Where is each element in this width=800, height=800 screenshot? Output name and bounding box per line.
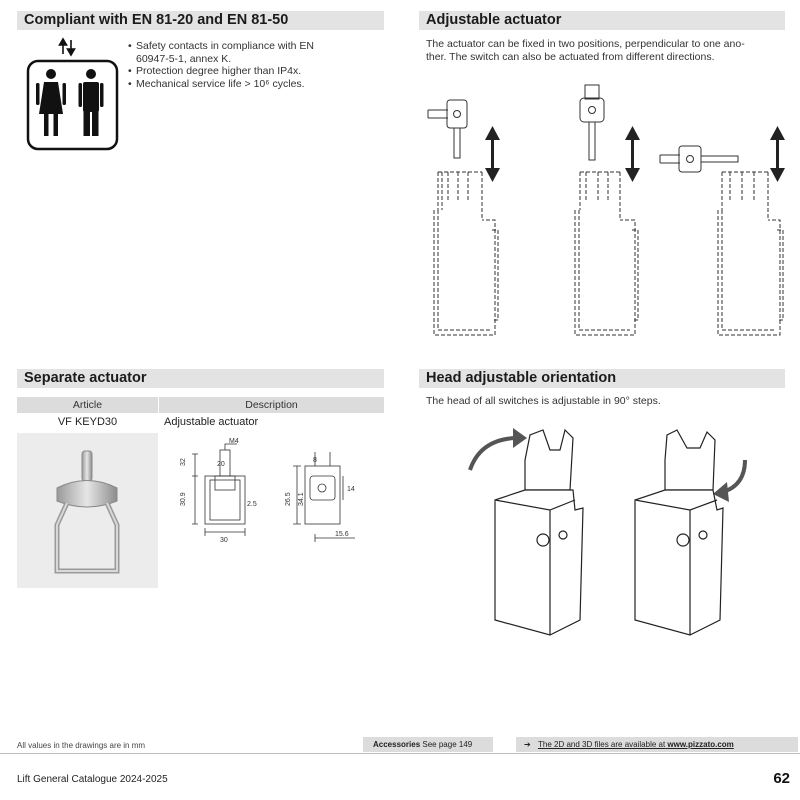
files-url-link[interactable]: www.pizzato.com — [667, 740, 734, 749]
actuator-positions-drawing — [427, 84, 785, 336]
adjustable-description: The actuator can be fixed in two positio… — [426, 38, 796, 64]
footer-divider — [0, 753, 800, 754]
actuator-side-entry-diagram — [659, 145, 784, 336]
adjustable-description-line2: ther. The switch can also be actuated fr… — [426, 51, 715, 63]
compliant-section-title: Compliant with EN 81-20 and EN 81-50 — [17, 11, 384, 30]
double-arrow-icon — [625, 126, 640, 182]
accessories-page-ref[interactable]: See page 149 — [422, 740, 473, 749]
adjustable-description-line1: The actuator can be fixed in two positio… — [426, 38, 745, 50]
dim-m4: M4 — [229, 438, 239, 445]
head-section-title: Head adjustable orientation — [419, 369, 785, 388]
actuator-horizontal-entry-diagram — [427, 99, 499, 336]
accessories-label: Accessories — [373, 740, 421, 749]
arrow-right-icon: ➔ — [524, 740, 531, 749]
actuator-photo — [17, 433, 158, 588]
accessories-bar[interactable]: Accessories See page 149 — [363, 737, 493, 752]
list-item: Safety contacts in compliance with EN 60… — [128, 40, 348, 65]
man-figure-icon — [78, 69, 104, 136]
catalogue-title: Lift General Catalogue 2024-2025 — [17, 774, 168, 785]
dim-30-9: 30.9 — [180, 492, 187, 506]
rotate-arrow-icon — [468, 436, 516, 471]
double-arrow-icon — [485, 126, 500, 182]
head-description: The head of all switches is adjustable i… — [426, 395, 661, 407]
lift-passengers-icon — [26, 37, 119, 151]
footer-units-note: All values in the drawings are in mm — [17, 741, 146, 750]
separate-actuator-image — [54, 450, 120, 574]
dim-30: 30 — [220, 537, 228, 544]
dim-2-5: 2.5 — [247, 501, 257, 508]
double-arrow-icon — [770, 126, 785, 182]
dim-8: 8 — [313, 457, 317, 464]
dim-20: 20 — [217, 461, 225, 468]
list-item: Protection degree higher than IP4x. — [128, 65, 348, 78]
woman-figure-icon — [36, 69, 66, 136]
page-number: 62 — [773, 770, 790, 787]
table-cell-article: VF KEYD30 — [57, 416, 118, 428]
adjustable-section-title: Adjustable actuator — [419, 11, 785, 30]
actuator-dimension-drawing: M4 32 20 30.9 2.5 30 8 26.5 34.1 14 15.6 — [180, 438, 355, 544]
files-bar[interactable]: ➔ The 2D and 3D files are available at w… — [516, 737, 798, 752]
head-orientation-drawing — [468, 428, 747, 636]
dim-34-1: 34.1 — [298, 492, 305, 506]
table-header-article: Article — [17, 397, 158, 413]
up-down-arrows-icon — [58, 37, 76, 57]
dim-14: 14 — [347, 486, 355, 493]
list-item: Mechanical service life > 10⁶ cycles. — [128, 78, 348, 91]
table-cell-description: Adjustable actuator — [164, 416, 259, 428]
compliant-bullet-list: Safety contacts in compliance with EN 60… — [128, 40, 348, 90]
dim-26-5: 26.5 — [285, 492, 292, 506]
table-header-description: Description — [159, 397, 384, 413]
separate-section-title: Separate actuator — [17, 369, 384, 388]
dim-32: 32 — [180, 458, 187, 466]
dim-15-6: 15.6 — [335, 531, 349, 538]
actuator-vertical-entry-diagram — [574, 84, 639, 336]
files-text: The 2D and 3D files are available at — [538, 740, 666, 749]
